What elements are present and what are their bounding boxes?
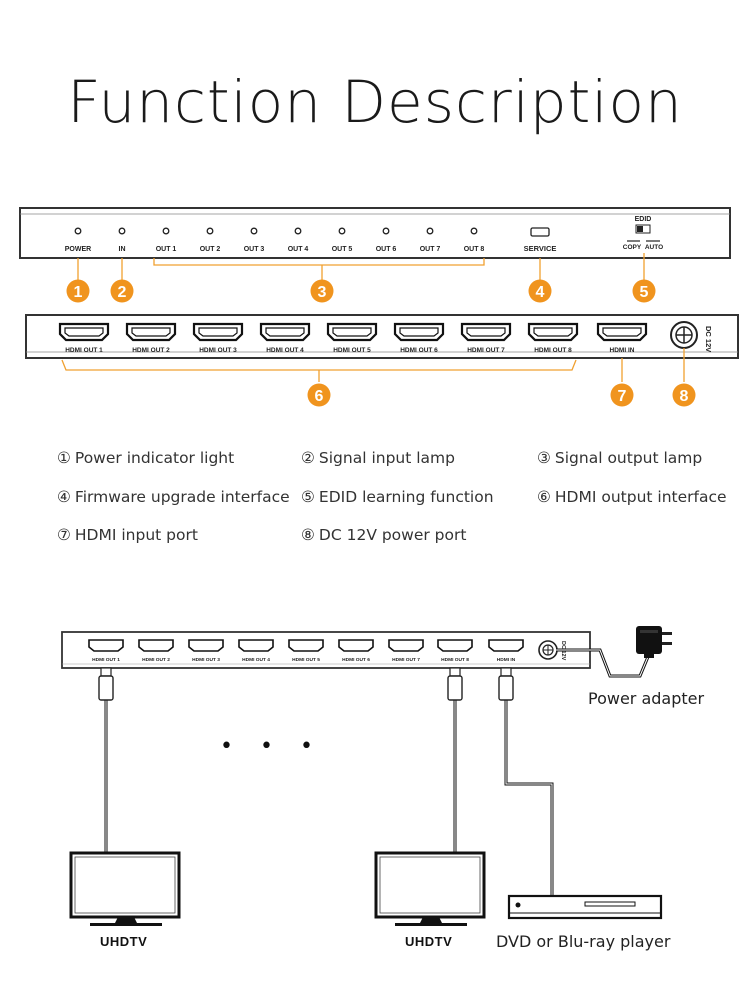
- hdmi-plug-icons: [98, 667, 514, 701]
- led-indicator-icon: [162, 227, 170, 235]
- led-label: OUT 4: [288, 246, 309, 253]
- led-indicator-icon: [118, 227, 126, 235]
- callout-badge-icon: [610, 383, 634, 407]
- tv-left-label: UHDTV: [100, 934, 148, 949]
- mini-hdmi-port-icon: [388, 639, 424, 652]
- mini-hdmi-port-label: HDMI OUT 3: [192, 657, 220, 663]
- copy-label: COPY: [623, 244, 642, 251]
- led-label: OUT 2: [200, 246, 221, 253]
- led-indicator-icon: [206, 227, 214, 235]
- mini-hdmi-port-icon: [488, 639, 524, 652]
- hdmi-port-label: HDMI OUT 2: [132, 347, 170, 354]
- power-adapter-label: Power adapter: [588, 689, 705, 708]
- led-label: OUT 1: [156, 246, 177, 253]
- mini-hdmi-port-icon: [88, 639, 124, 652]
- mini-hdmi-port-label: HDMI IN: [497, 657, 516, 663]
- led-label: OUT 6: [376, 246, 397, 253]
- mini-hdmi-port-icon: [437, 639, 473, 652]
- tv-left-icon: [69, 851, 181, 926]
- hdmi-port-label: HDMI OUT 3: [199, 347, 237, 354]
- ellipsis: • • •: [220, 734, 323, 759]
- edid-switch-icon: [635, 224, 651, 234]
- rear-callout-lines: [61, 348, 685, 382]
- mini-hdmi-port-label: HDMI OUT 1: [92, 657, 120, 663]
- callout-badge-icon: [110, 279, 134, 303]
- page-title: Function Description: [67, 68, 683, 136]
- callout-badge-icon: [66, 279, 90, 303]
- callout-badge-icon: [672, 383, 696, 407]
- led-label: OUT 5: [332, 246, 353, 253]
- mini-hdmi-port-label: HDMI OUT 6: [342, 657, 370, 663]
- hdmi-port-label: HDMI OUT 4: [266, 347, 304, 354]
- led-label: IN: [119, 246, 126, 253]
- callout-number: 8: [680, 388, 689, 405]
- splitter-unit: HDMI OUT 1 HDMI OUT 2 HDMI OUT 3 HDMI OUT 4…: [61, 631, 591, 669]
- led-label: POWER: [65, 246, 91, 253]
- hdmi-cables: [104, 700, 554, 896]
- hdmi-port-label: HDMI OUT 8: [534, 347, 572, 354]
- mini-hdmi-port-icon: [188, 639, 224, 652]
- callout-number: 2: [118, 284, 127, 301]
- player-label: DVD or Blu-ray player: [496, 932, 671, 951]
- power-cable: [556, 648, 652, 678]
- mini-hdmi-port-icon: [288, 639, 324, 652]
- front-panel: POWER IN OUT 1 OUT 2 OUT 3 OUT 4 OUT 5 OUT 6 OUT…: [19, 207, 731, 259]
- hdmi-port-label: HDMI OUT 6: [400, 347, 438, 354]
- rear-panel: HDMI OUT 1 HDMI OUT 2 HDMI OUT 3 HDMI OUT 4…: [25, 314, 739, 359]
- callout-number: 3: [318, 284, 327, 301]
- service-port-icon: [530, 227, 550, 237]
- tv-right-icon: [374, 851, 486, 926]
- hdmi-port-label: HDMI OUT 1: [65, 347, 103, 354]
- mini-hdmi-port-label: HDMI OUT 5: [292, 657, 320, 663]
- power-adapter-icon: [636, 626, 672, 658]
- led-indicator-icon: [382, 227, 390, 235]
- hdmi-port-label: HDMI OUT 5: [333, 347, 371, 354]
- callout-number: 7: [618, 388, 627, 405]
- front-callout-lines: [77, 253, 645, 282]
- led-indicator-icon: [470, 227, 478, 235]
- mini-hdmi-port-icon: [238, 639, 274, 652]
- mini-hdmi-port-icon: [138, 639, 174, 652]
- led-indicator-icon: [338, 227, 346, 235]
- mini-hdmi-port-label: HDMI OUT 7: [392, 657, 420, 663]
- auto-label: AUTO: [645, 244, 663, 251]
- hdmi-port-label: HDMI IN: [610, 347, 635, 354]
- callout-number: 5: [640, 284, 649, 301]
- dvd-player-icon: [507, 894, 663, 920]
- callout-badge-icon: [307, 383, 331, 407]
- service-label: SERVICE: [524, 244, 557, 253]
- callout-number: 6: [315, 388, 324, 405]
- callout-number: 1: [74, 284, 83, 301]
- callout-badge-icon: [310, 279, 334, 303]
- callout-badge-icon: [632, 279, 656, 303]
- led-label: OUT 8: [464, 246, 485, 253]
- led-indicator-icon: [74, 227, 82, 235]
- callout-number: 4: [536, 284, 545, 301]
- led-label: OUT 3: [244, 246, 265, 253]
- edid-label: EDID: [635, 216, 652, 223]
- hdmi-port-label: HDMI OUT 7: [467, 347, 505, 354]
- tv-right-label: UHDTV: [405, 934, 453, 949]
- led-indicator-icon: [294, 227, 302, 235]
- dc-label: DC 12V: [704, 326, 713, 352]
- callout-badge-icon: [528, 279, 552, 303]
- led-indicator-icon: [426, 227, 434, 235]
- led-label: OUT 7: [420, 246, 441, 253]
- mini-hdmi-port-icon: [338, 639, 374, 652]
- mini-hdmi-port-label: HDMI OUT 4: [242, 657, 270, 663]
- mini-hdmi-port-label: HDMI OUT 8: [441, 657, 469, 663]
- led-indicator-icon: [250, 227, 258, 235]
- mini-hdmi-port-label: HDMI OUT 2: [142, 657, 170, 663]
